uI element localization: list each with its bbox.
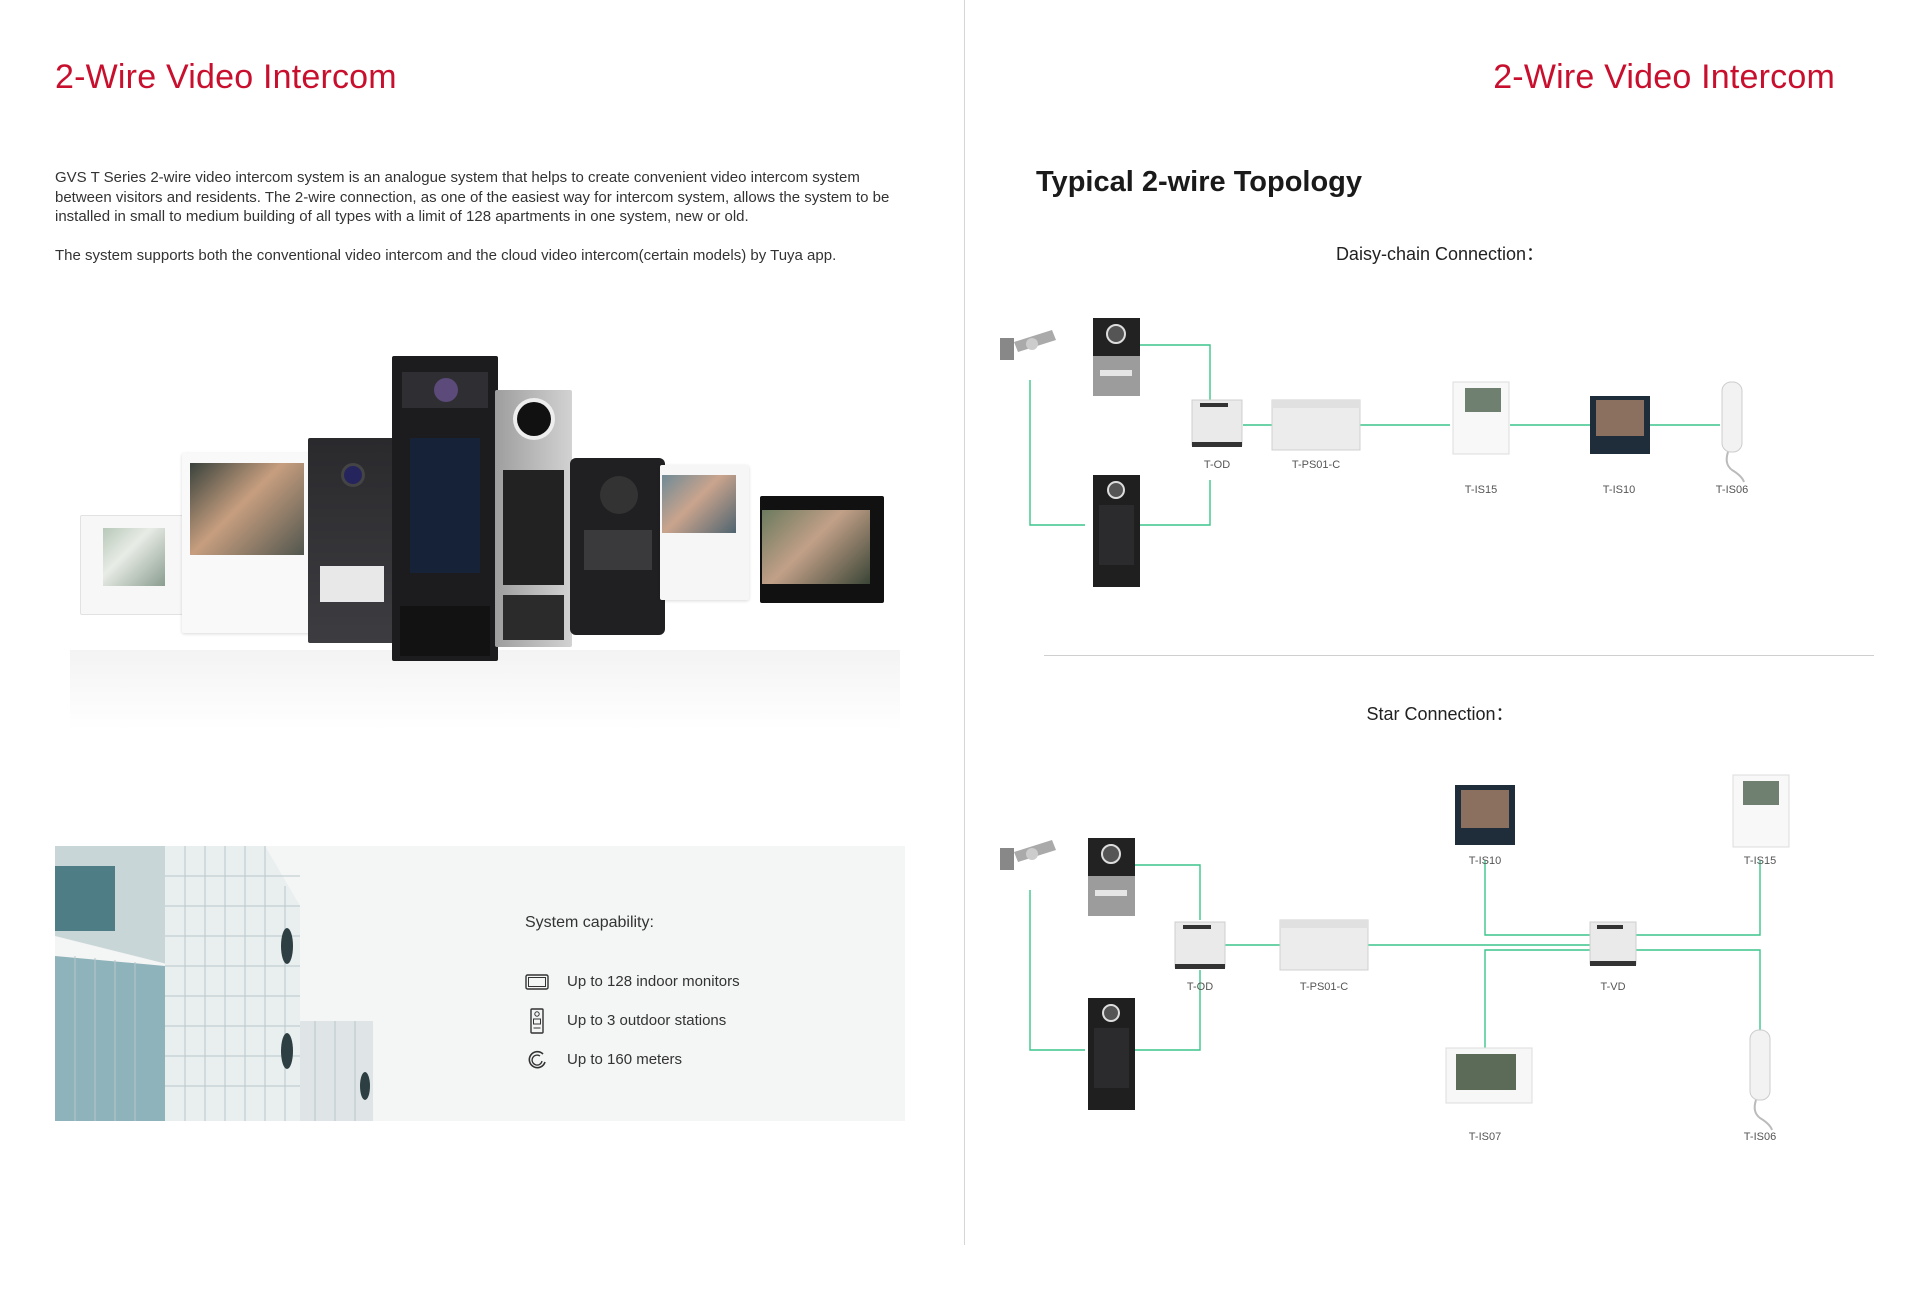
indoor-monitor-white-right	[660, 465, 749, 600]
camera-icon	[1000, 330, 1056, 360]
label-is07: T-IS07	[1469, 1131, 1501, 1143]
intro-paragraph: GVS T Series 2-wire video intercom syste…	[55, 169, 890, 225]
monitor-is15	[1452, 381, 1510, 455]
monitor-icon	[525, 970, 549, 994]
page-title: 2-Wire Video Intercom	[55, 58, 397, 96]
label-is06: T-IS06	[1716, 484, 1748, 496]
outdoor-station-dark	[1088, 998, 1135, 1110]
handset-is06	[1749, 1029, 1773, 1131]
outdoor-station-icon	[525, 1007, 549, 1034]
indoor-monitor-white	[182, 453, 312, 633]
wiring	[1029, 860, 1761, 1051]
distance-icon	[525, 1048, 549, 1072]
monitor-is10	[1590, 396, 1650, 454]
capability-item: Up to 160 meters	[525, 1040, 740, 1079]
label-is10: T-IS10	[1603, 484, 1635, 496]
label-ps: T-PS01-C	[1300, 981, 1348, 993]
intro-paragraph: The system supports both the conventiona…	[55, 246, 837, 264]
monitor-is10	[1455, 785, 1515, 845]
page-divider	[964, 0, 965, 1245]
label-is15: T-IS15	[1465, 484, 1497, 496]
product-montage	[70, 350, 900, 730]
wiring	[1029, 344, 1720, 526]
monitor-is15	[1732, 774, 1790, 848]
camera-icon	[1000, 840, 1056, 870]
outdoor-station-keypad	[392, 356, 498, 661]
video-distributor-vd	[1589, 921, 1637, 966]
label-is06: T-IS06	[1744, 1131, 1776, 1143]
handset-is06	[1721, 381, 1745, 483]
section-title: Typical 2-wire Topology	[1036, 166, 1363, 198]
left-page: 2-Wire Video Intercom GVS T Series 2-wir…	[55, 58, 905, 1121]
capability-list: System capability: Up to 128 indoor moni…	[525, 914, 740, 1079]
power-supply	[1279, 919, 1369, 971]
distributor-od	[1191, 399, 1243, 447]
capability-text: Up to 160 meters	[567, 1051, 683, 1068]
outdoor-station-silver	[495, 390, 572, 647]
star-connection-title: Star Connection：	[1366, 704, 1514, 724]
label-ps: T-PS01-C	[1292, 459, 1340, 471]
label-od: T-OD	[1187, 981, 1213, 993]
capability-item: Up to 128 indoor monitors	[525, 962, 740, 1001]
daisy-chain-title: Daisy-chain Connection：	[1335, 244, 1545, 264]
daisy-chain-diagram: T-OD T-PS01-C T-IS15 T-IS10	[960, 300, 1920, 600]
capability-text: Up to 3 outdoor stations	[567, 1012, 727, 1029]
outdoor-station-silver	[1093, 318, 1140, 396]
intro-text: GVS T Series 2-wire video intercom syste…	[55, 168, 905, 265]
monitor-is07	[1445, 1047, 1533, 1104]
outdoor-station-silver	[1088, 838, 1135, 916]
section-divider	[1044, 655, 1874, 656]
reflection	[70, 650, 900, 730]
indoor-monitor-white-small	[80, 515, 185, 615]
capability-panel: System capability: Up to 128 indoor moni…	[55, 846, 905, 1121]
indoor-monitor-black-wide	[760, 496, 884, 603]
label-is15: T-IS15	[1744, 855, 1776, 867]
outdoor-station-dark	[1093, 475, 1140, 587]
capability-heading: System capability:	[525, 914, 654, 931]
power-supply	[1271, 399, 1361, 451]
building-image	[55, 846, 375, 1121]
outdoor-station-dark	[308, 438, 396, 643]
label-od: T-OD	[1204, 459, 1230, 471]
outdoor-station-black	[570, 458, 665, 635]
capability-item: Up to 3 outdoor stations	[525, 1001, 740, 1040]
page-title: 2-Wire Video Intercom	[1493, 58, 1835, 96]
label-is10: T-IS10	[1469, 855, 1501, 867]
label-vd: T-VD	[1600, 981, 1625, 993]
star-diagram: T-OD T-PS01-C T-VD T-IS10 T-IS15	[960, 770, 1920, 1150]
capability-text: Up to 128 indoor monitors	[567, 973, 740, 990]
distributor-od	[1174, 921, 1226, 969]
right-page: 2-Wire Video Intercom Typical 2-wire Top…	[960, 0, 1920, 1303]
